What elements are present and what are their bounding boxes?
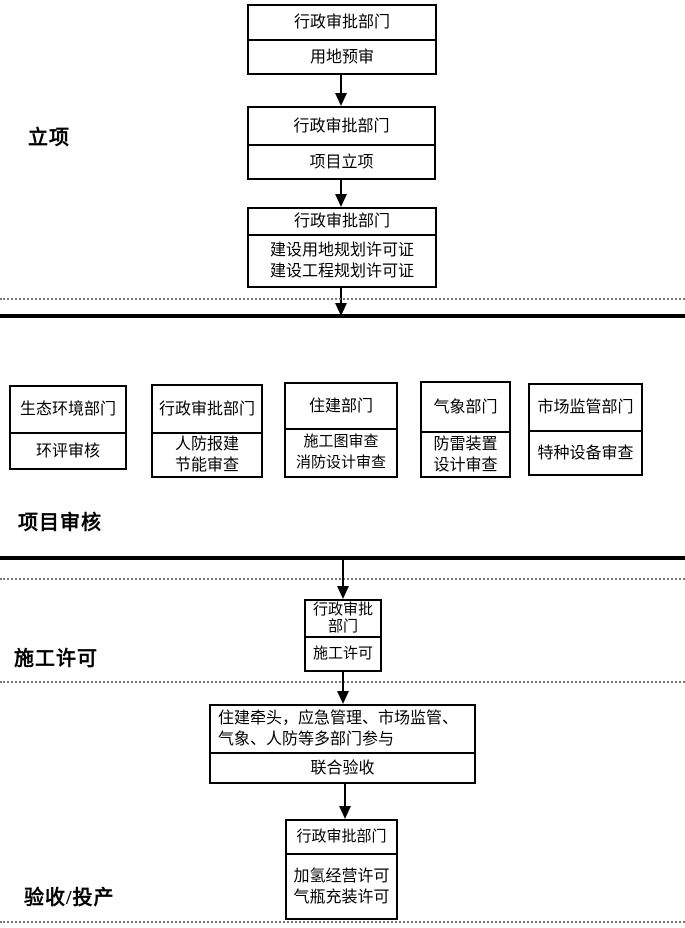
flow-box-eco-environment: 生态环境部门 环评审核 [9, 385, 127, 470]
flow-arrow [334, 75, 347, 106]
box-body-line: 气瓶充装许可 [293, 888, 390, 906]
box-header: 住建牵头，应急管理、市场监管、 气象、人防等多部门参与 [211, 706, 474, 754]
flow-box-construction-permit: 行政审批 部门 施工许可 [304, 599, 382, 672]
section-divider-dotted [0, 921, 685, 923]
box-header: 市场监管部门 [530, 385, 641, 432]
box-body: 项目立项 [249, 146, 434, 178]
stage-label-acceptance-operation: 验收/投产 [24, 887, 115, 909]
arrow-head-icon [334, 194, 347, 207]
box-header-line: 生态环境部门 [19, 401, 116, 418]
arrow-stem [339, 288, 342, 303]
box-header: 行政审批 部门 [306, 601, 380, 638]
flow-box-housing-construction: 住建部门 施工图审查 消防设计审查 [284, 382, 398, 478]
flow-arrow [338, 782, 351, 819]
arrow-stem [339, 75, 342, 93]
stage-label-construction-permit: 施工许可 [14, 648, 98, 670]
flow-box-joint-acceptance: 住建牵头，应急管理、市场监管、 气象、人防等多部门参与 联合验收 [209, 704, 476, 784]
box-body: 建设用地规划许可证 建设工程规划许可证 [249, 236, 435, 286]
arrow-head-icon [336, 691, 349, 704]
section-divider-dotted [0, 298, 685, 300]
box-body: 加氢经营许可 气瓶充装许可 [287, 855, 396, 918]
flow-box-project-initiation: 行政审批部门 项目立项 [247, 106, 436, 180]
box-header-line: 气象部门 [433, 398, 498, 416]
box-header: 住建部门 [286, 384, 396, 430]
flow-box-market-regulation: 市场监管部门 特种设备审查 [528, 383, 643, 476]
box-body-line: 防雷装置 [433, 435, 498, 453]
arrow-head-icon [336, 586, 349, 599]
box-header-line: 行政审批部门 [296, 828, 387, 845]
box-header-line: 行政审批部门 [293, 213, 390, 230]
box-body-line: 建设用地规划许可证 [269, 242, 414, 259]
arrow-stem [343, 782, 346, 806]
flow-arrow [336, 560, 349, 599]
box-header: 行政审批部门 [153, 386, 261, 434]
box-header-line: 行政审批 [312, 601, 373, 618]
arrow-stem [341, 560, 344, 586]
box-body: 环评审核 [11, 434, 125, 468]
box-body-line: 建设工程规划许可证 [269, 263, 414, 280]
box-body-line: 联合验收 [310, 759, 375, 777]
arrow-head-icon [334, 303, 347, 316]
box-body-line: 项目立项 [309, 153, 374, 171]
box-body: 特种设备审查 [530, 432, 641, 474]
box-header: 生态环境部门 [11, 387, 125, 434]
box-header-line: 行政审批部门 [293, 117, 390, 135]
box-body-line: 施工许可 [312, 645, 373, 662]
section-divider-thick [0, 556, 685, 560]
box-header-line: 住建部门 [308, 397, 373, 415]
box-body-line: 节能审查 [174, 457, 239, 474]
arrow-head-icon [338, 806, 351, 819]
box-header: 行政审批部门 [249, 6, 435, 41]
box-header: 行政审批部门 [249, 209, 435, 236]
box-body: 施工图审查 消防设计审查 [286, 430, 396, 476]
box-header-line: 行政审批部门 [293, 14, 390, 31]
box-body-line: 人防报建 [174, 436, 239, 453]
flow-box-planning-permits: 行政审批部门 建设用地规划许可证 建设工程规划许可证 [247, 207, 437, 288]
arrow-stem [341, 670, 344, 691]
arrow-head-icon [334, 93, 347, 106]
box-header-line: 市场监管部门 [537, 399, 634, 416]
box-header-line: 行政审批部门 [158, 400, 255, 418]
box-body: 施工许可 [306, 638, 380, 670]
box-body-line: 加氢经营许可 [293, 867, 390, 885]
box-body-line: 设计审查 [433, 456, 498, 474]
flow-arrow [334, 180, 347, 207]
box-body-line: 环评审核 [35, 442, 100, 460]
flow-box-operation-permits: 行政审批部门 加氢经营许可 气瓶充装许可 [285, 819, 398, 920]
box-header: 气象部门 [422, 383, 509, 433]
box-body-line: 施工图审查 [303, 434, 379, 450]
box-header: 行政审批部门 [287, 821, 396, 855]
section-divider-thick [0, 314, 685, 318]
box-body: 防雷装置 设计审查 [422, 433, 509, 476]
box-body: 联合验收 [211, 754, 474, 782]
box-body-line: 消防设计审查 [295, 455, 386, 471]
box-header: 行政审批部门 [249, 108, 434, 146]
box-body: 人防报建 节能审查 [153, 434, 261, 476]
flow-arrow [334, 288, 347, 316]
box-body-line: 用地预审 [309, 48, 374, 66]
flow-box-civil-defense-energy: 行政审批部门 人防报建 节能审查 [151, 384, 263, 478]
box-header-line: 气象、人防等多部门参与 [218, 731, 395, 748]
box-body: 用地预审 [249, 41, 435, 73]
box-body-line: 特种设备审查 [537, 444, 634, 462]
stage-label-project-review: 项目审核 [18, 512, 102, 534]
arrow-stem [339, 180, 342, 194]
flow-arrow [336, 670, 349, 704]
box-header-line: 住建牵头，应急管理、市场监管、 [218, 710, 459, 727]
box-header-line: 部门 [327, 618, 358, 635]
stage-label-project-initiation: 立项 [28, 127, 70, 149]
flow-box-land-preapproval: 行政审批部门 用地预审 [247, 4, 437, 75]
flow-box-meteorology: 气象部门 防雷装置 设计审查 [420, 381, 511, 478]
